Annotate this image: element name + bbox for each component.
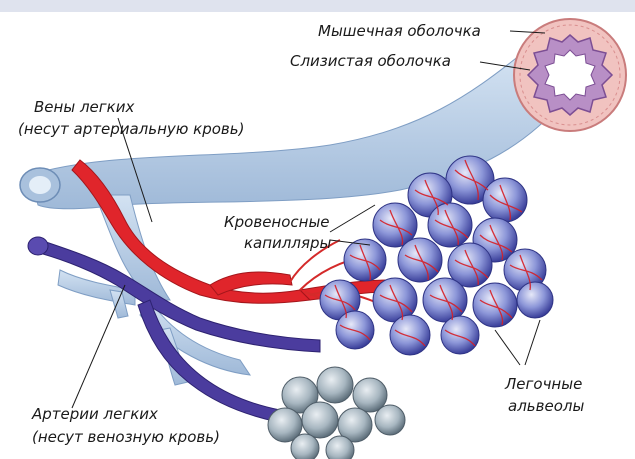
label-capillaries-line1: Кровеносные [224,212,330,232]
label-pulmonary-arteries-note: (несут венозную кровь) [32,427,220,447]
label-capillaries-line2: капилляры [244,233,331,253]
bronchus-opening-lumen [29,176,51,194]
leader-pulmonary-arteries [72,285,125,408]
bronchus-cross-section [514,19,626,131]
leader-alveoli-2 [525,320,540,365]
label-mucous-layer: Слизистая оболочка [290,51,451,71]
label-pulmonary-veins-title: Вены легких [34,97,134,117]
leader-alveoli-1 [495,330,520,365]
label-alveoli-line1: Легочные [505,374,582,394]
label-muscle-layer: Мышечная оболочка [318,21,481,41]
label-pulmonary-arteries-title: Артерии легких [32,404,158,424]
label-pulmonary-veins-note: (несут артериальную кровь) [18,119,244,139]
leader-capillaries-1 [330,205,375,232]
grey-alveoli [268,367,405,459]
label-alveoli-line2: альвеолы [508,396,584,416]
